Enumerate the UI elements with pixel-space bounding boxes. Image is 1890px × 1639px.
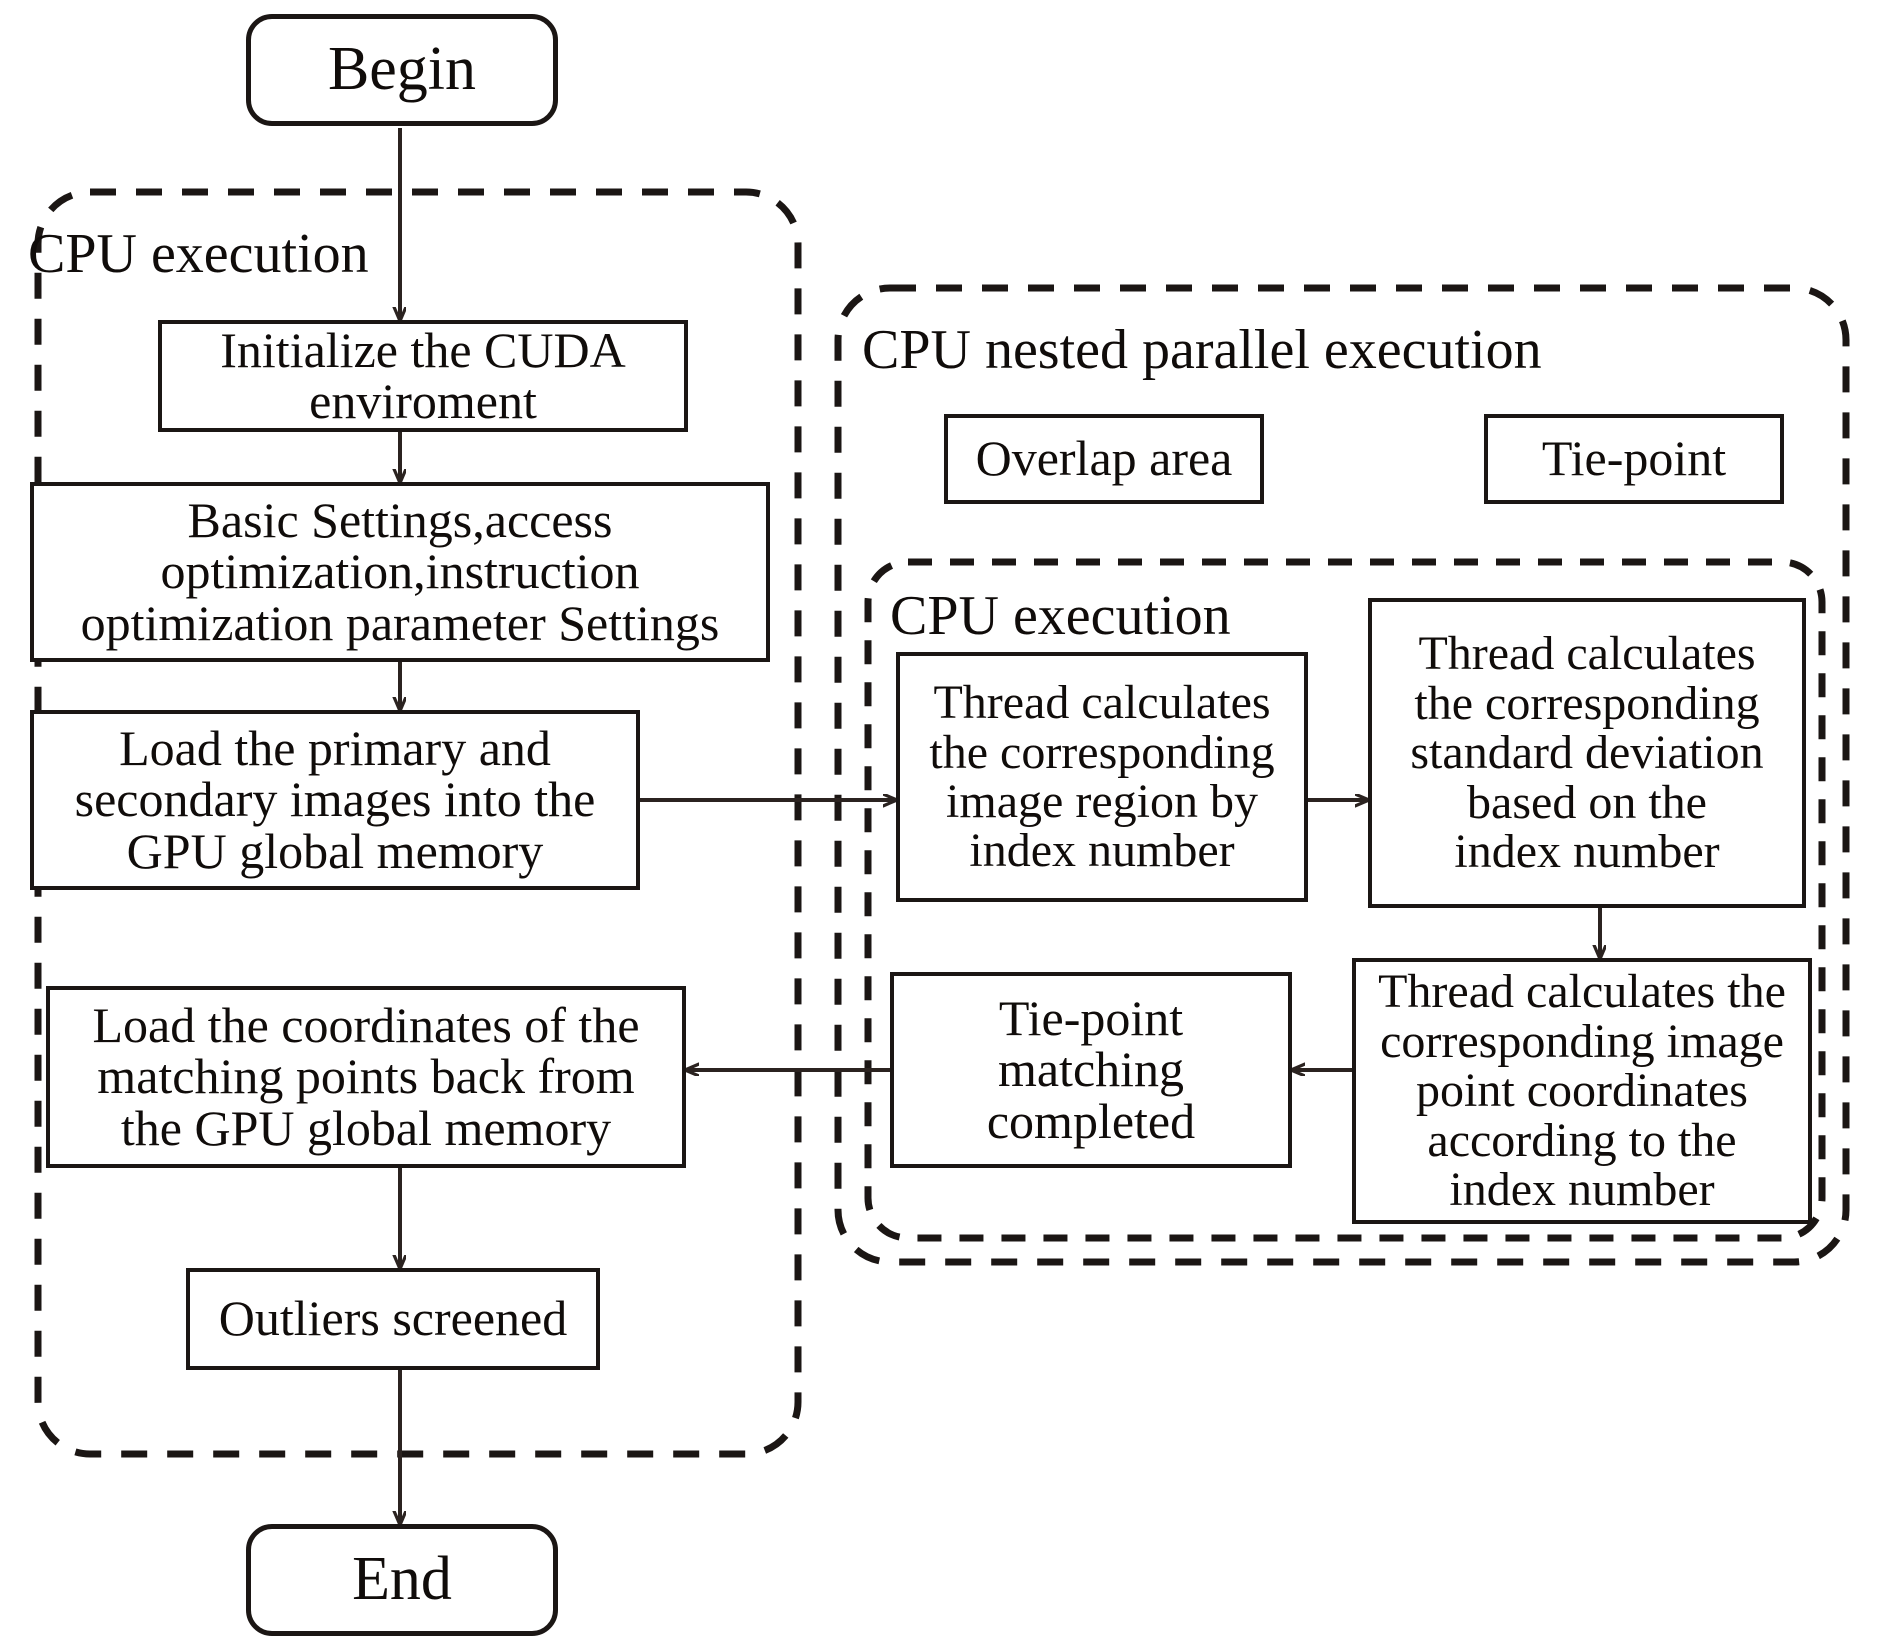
- group-label-cpu-execution-left: CPU execution: [28, 223, 369, 285]
- node-load-images-gpu[interactable]: Load the primary and secondary images in…: [30, 710, 640, 890]
- node-tie-point-matching-completed-label: Tie-point matching completed: [986, 989, 1196, 1149]
- node-initialize-cuda-environment-label: Initialize the CUDA enviroment: [220, 321, 626, 429]
- node-thread-image-region[interactable]: Thread calculates the corresponding imag…: [896, 652, 1308, 902]
- node-thread-standard-deviation-label: Thread calculates the corresponding stan…: [1410, 627, 1764, 879]
- node-thread-standard-deviation[interactable]: Thread calculates the corresponding stan…: [1368, 598, 1806, 908]
- node-initialize-cuda-environment[interactable]: Initialize the CUDA enviroment: [158, 320, 688, 432]
- node-tie-point[interactable]: Tie-point: [1484, 414, 1784, 504]
- node-overlap-area-label: Overlap area: [975, 430, 1233, 487]
- node-load-coordinates-back[interactable]: Load the coordinates of the matching poi…: [46, 986, 686, 1168]
- node-end-label: End: [352, 1545, 452, 1614]
- node-load-coordinates-back-label: Load the coordinates of the matching poi…: [92, 996, 640, 1156]
- group-label-cpu-nested-parallel: CPU nested parallel execution: [862, 319, 1542, 381]
- node-thread-point-coordinates[interactable]: Thread calculates the corresponding imag…: [1352, 958, 1812, 1224]
- node-basic-settings[interactable]: Basic Settings,access optimization,instr…: [30, 482, 770, 662]
- node-outliers-screened[interactable]: Outliers screened: [186, 1268, 600, 1370]
- node-overlap-area[interactable]: Overlap area: [944, 414, 1264, 504]
- node-load-images-gpu-label: Load the primary and secondary images in…: [74, 719, 596, 879]
- node-basic-settings-label: Basic Settings,access optimization,instr…: [80, 491, 720, 651]
- node-thread-image-region-label: Thread calculates the corresponding imag…: [929, 676, 1275, 878]
- node-tie-point-matching-completed[interactable]: Tie-point matching completed: [890, 972, 1292, 1168]
- node-outliers-screened-label: Outliers screened: [218, 1290, 568, 1347]
- node-end[interactable]: End: [246, 1524, 558, 1636]
- group-label-cpu-execution-inner: CPU execution: [890, 585, 1231, 647]
- node-begin[interactable]: Begin: [246, 14, 558, 126]
- node-thread-point-coordinates-label: Thread calculates the corresponding imag…: [1378, 965, 1786, 1217]
- node-tie-point-label: Tie-point: [1541, 430, 1727, 487]
- node-begin-label: Begin: [327, 35, 477, 104]
